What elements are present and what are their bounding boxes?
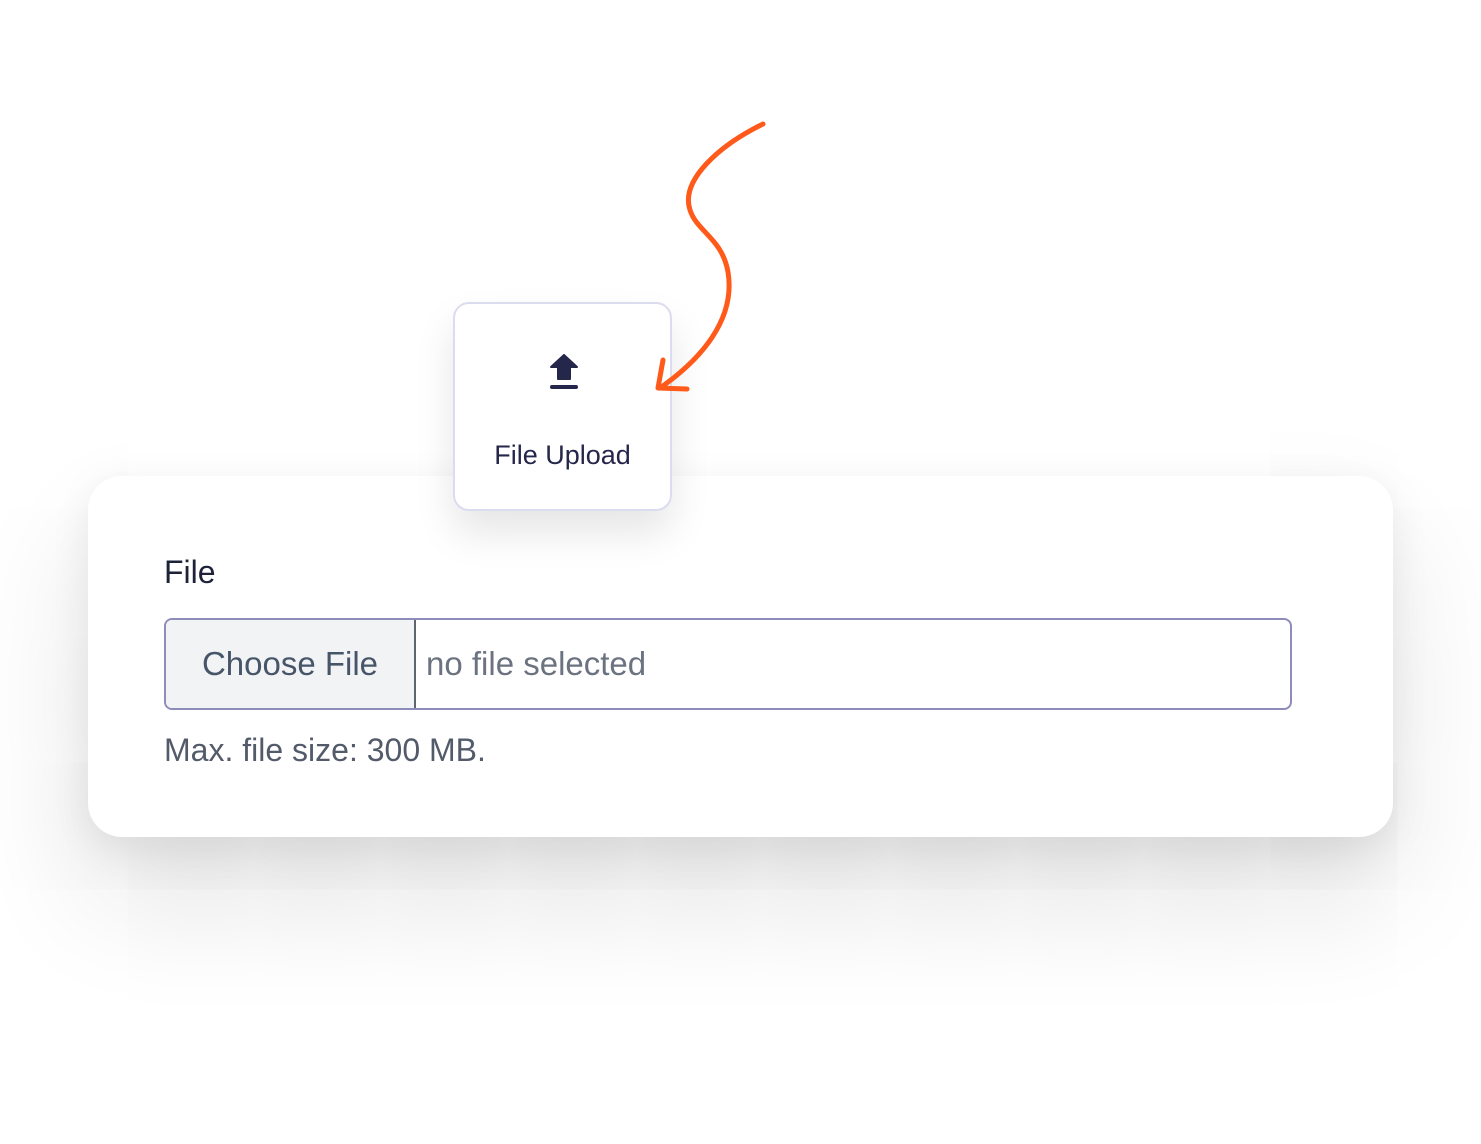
upload-icon	[548, 354, 580, 395]
file-input[interactable]: Choose File no file selected	[164, 618, 1292, 710]
file-upload-card: File Choose File no file selected Max. f…	[88, 476, 1393, 837]
file-status-text: no file selected	[426, 645, 647, 682]
file-upload-tile-label: File Upload	[494, 440, 631, 470]
choose-file-button[interactable]: Choose File	[166, 620, 416, 708]
file-upload-tile[interactable]: File Upload	[453, 302, 672, 511]
file-field-label: File	[164, 554, 216, 590]
max-file-size-hint: Max. file size: 300 MB.	[164, 732, 486, 768]
